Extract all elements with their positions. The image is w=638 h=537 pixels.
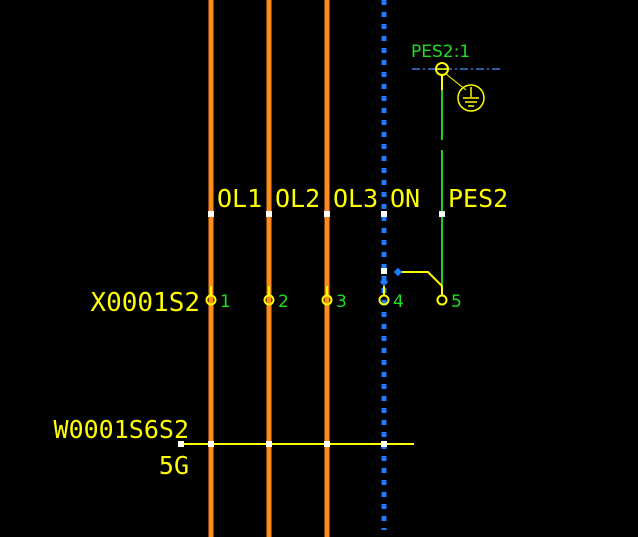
cable-point-on (381, 441, 387, 447)
terminal-strip-label: X0001S2 (90, 288, 200, 318)
wire-label-ol2: OL2 (275, 184, 320, 213)
terminal-node-5[interactable] (436, 294, 448, 306)
terminal-number-3: 3 (336, 292, 347, 312)
ground-symbol-icon (457, 84, 485, 112)
terminal-node-2[interactable] (263, 294, 275, 306)
connection-point-ol3 (324, 211, 330, 217)
cable-point-start (178, 441, 184, 447)
pe-terminal-label: PES2:1 (411, 42, 470, 62)
terminal-number-4: 4 (393, 292, 404, 312)
cable-point-ol1 (208, 441, 214, 447)
wire-label-pes2: PES2 (448, 184, 508, 213)
terminal-number-1: 1 (220, 292, 231, 312)
connection-point-on-lower (381, 268, 387, 274)
connection-point-on (381, 211, 387, 217)
bridge-marker (393, 267, 403, 277)
connection-point-pes2 (439, 211, 445, 217)
bridge-on-to-pe[interactable] (398, 271, 443, 287)
cable-point-ol2 (266, 441, 272, 447)
terminal-strip[interactable] (205, 286, 448, 306)
cable-point-ol3 (324, 441, 330, 447)
wire-label-on: ON (390, 184, 420, 213)
wire-label-ol3: OL3 (333, 184, 378, 213)
terminal-node-1[interactable] (205, 294, 217, 306)
cable-type-label: 5G (159, 451, 189, 480)
terminal-number-2: 2 (278, 292, 289, 312)
cable-label: W0001S6S2 (54, 415, 189, 444)
wire-label-ol1: OL1 (217, 184, 262, 213)
connection-point-ol2 (266, 211, 272, 217)
connection-point-ol1 (208, 211, 214, 217)
terminal-number-5: 5 (451, 292, 462, 312)
on-bend-marker (379, 277, 389, 287)
terminal-node-4[interactable] (378, 294, 390, 306)
terminal-node-3[interactable] (321, 294, 333, 306)
